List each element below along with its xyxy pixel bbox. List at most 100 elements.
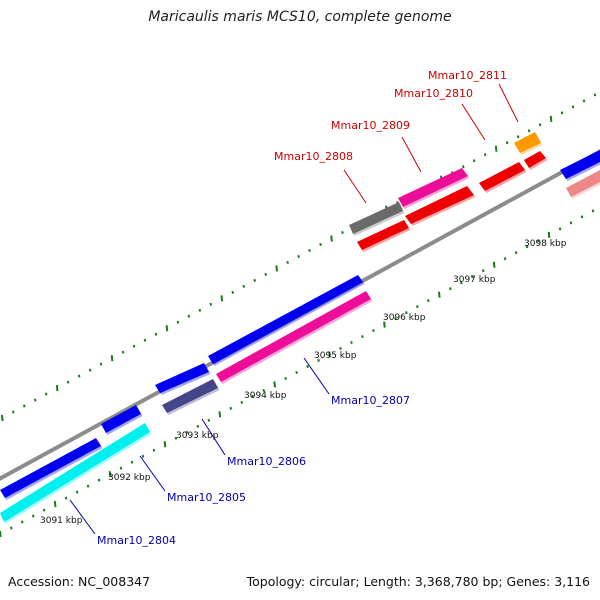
gene-label-reverse[interactable]: Mmar10_2805 xyxy=(167,491,246,504)
tick-mark-outer xyxy=(330,235,333,242)
tick-mark-outer xyxy=(253,278,256,282)
tick-mark-outer xyxy=(538,123,542,127)
tick-mark-inner xyxy=(361,335,364,339)
gene-feature-red-1[interactable] xyxy=(357,220,409,250)
gene-label-reverse[interactable]: Mmar10_2804 xyxy=(97,534,176,547)
tick-mark-inner xyxy=(251,394,254,398)
tick-mark-inner xyxy=(580,215,584,219)
tick-mark-outer xyxy=(99,362,103,366)
gene-label-forward[interactable]: Mmar10_2809 xyxy=(331,119,410,132)
gene-label-forward[interactable]: Mmar10_2811 xyxy=(428,69,507,82)
tick-mark-outer xyxy=(33,398,37,402)
gene-feature-pink-2[interactable] xyxy=(398,168,468,207)
gene-feature-orange[interactable] xyxy=(514,132,541,153)
tick-mark-inner xyxy=(514,251,518,255)
gene-label-forward[interactable]: Mmar10_2808 xyxy=(274,150,353,163)
gene-feature-pink-1[interactable] xyxy=(216,291,371,382)
tick-mark-outer xyxy=(88,368,92,372)
tick-mark-outer xyxy=(560,111,564,115)
tick-mark-inner xyxy=(64,496,68,500)
leader-line xyxy=(69,499,96,535)
gene-feature-gray[interactable] xyxy=(349,202,403,234)
tick-mark-outer xyxy=(143,338,147,342)
tick-mark-outer xyxy=(242,284,246,288)
tick-mark-inner xyxy=(503,257,507,261)
tick-mark-inner xyxy=(427,299,430,303)
tick-mark-inner xyxy=(284,376,287,380)
leader-line xyxy=(303,357,330,395)
tick-mark-outer xyxy=(308,248,311,252)
tick-mark-outer xyxy=(187,314,191,318)
tick-mark-inner xyxy=(558,227,562,231)
tick-mark-outer xyxy=(582,99,586,103)
tick-mark-inner xyxy=(152,448,156,452)
tick-mark-inner xyxy=(317,359,320,362)
leader-line xyxy=(498,83,519,123)
tick-mark-inner xyxy=(240,400,244,404)
tick-mark-outer xyxy=(55,384,59,392)
tick-mark-inner xyxy=(591,209,595,213)
tick-mark-inner xyxy=(174,436,178,440)
tick-mark-outer xyxy=(77,374,81,378)
tick-mark-inner xyxy=(295,370,298,374)
tick-mark-inner xyxy=(86,484,90,488)
tick-mark-inner xyxy=(53,500,57,508)
tick-mark-outer xyxy=(121,350,125,354)
kbp-label: 3098 kbp xyxy=(524,239,567,249)
gene-label-reverse[interactable]: Mmar10_2807 xyxy=(331,394,410,407)
gene-feature-blue-1[interactable] xyxy=(0,438,101,498)
tick-mark-outer xyxy=(571,105,575,109)
tick-mark-inner xyxy=(492,261,496,268)
leader-line xyxy=(343,169,367,204)
tick-mark-inner xyxy=(306,364,309,368)
gene-label-reverse[interactable]: Mmar10_2806 xyxy=(227,455,306,468)
tick-mark-inner xyxy=(339,347,342,351)
tick-mark-inner xyxy=(536,239,540,243)
gene-feature-cyan-1[interactable] xyxy=(0,423,150,522)
tick-mark-outer xyxy=(297,254,300,258)
tick-mark-outer xyxy=(154,332,158,336)
tick-mark-inner xyxy=(383,321,386,328)
tick-mark-inner xyxy=(130,460,134,464)
gene-feature-blue-4[interactable] xyxy=(208,275,363,364)
kbp-label: 3094 kbp xyxy=(244,391,287,401)
gene-feature-blue-2[interactable] xyxy=(101,405,141,433)
tick-mark-outer xyxy=(264,272,267,276)
gene-feature-slate[interactable] xyxy=(162,379,218,413)
tick-mark-outer xyxy=(198,308,202,312)
tick-mark-inner xyxy=(459,281,463,285)
accession-text: Accession: NC_008347 xyxy=(8,574,151,589)
tick-mark-inner xyxy=(372,329,375,333)
tick-mark-inner xyxy=(0,530,2,538)
tick-mark-outer xyxy=(176,320,180,324)
tick-mark-inner xyxy=(207,418,211,422)
gene-feature-red-3[interactable] xyxy=(479,162,525,191)
gene-feature-red-4[interactable] xyxy=(524,151,546,168)
gene-feature-red-2[interactable] xyxy=(405,186,474,224)
tick-mark-inner xyxy=(262,388,265,392)
tick-mark-inner xyxy=(328,351,331,358)
tick-mark-inner xyxy=(20,520,24,524)
gene-feature-blue-5[interactable] xyxy=(560,150,600,179)
tick-mark-inner xyxy=(416,305,419,309)
tick-mark-outer xyxy=(209,302,213,306)
tick-mark-outer xyxy=(231,290,235,294)
leader-line xyxy=(401,136,422,173)
gene-feature-blue-3[interactable] xyxy=(155,363,209,393)
tick-mark-inner xyxy=(218,411,222,418)
gene-label-forward[interactable]: Mmar10_2810 xyxy=(394,87,473,100)
tick-mark-inner xyxy=(470,275,474,279)
tick-mark-outer xyxy=(1,414,4,422)
tick-mark-outer xyxy=(527,129,531,133)
gene-feature-salmon[interactable] xyxy=(566,170,600,197)
kbp-label: 3092 kbp xyxy=(108,473,151,483)
tick-mark-outer xyxy=(12,410,15,414)
tick-mark-outer xyxy=(319,243,322,246)
kbp-label: 3093 kbp xyxy=(176,431,219,441)
kbp-label: 3091 kbp xyxy=(40,516,83,526)
tick-mark-inner xyxy=(547,231,551,238)
tick-mark-inner xyxy=(185,430,189,434)
tick-mark-inner xyxy=(449,287,452,291)
